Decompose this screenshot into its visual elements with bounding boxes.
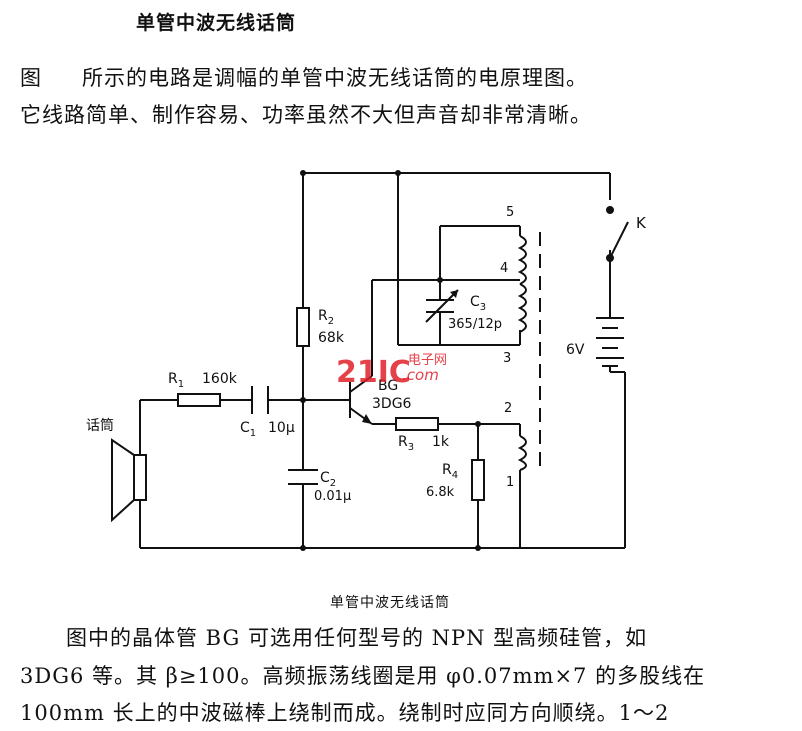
body-line-3: 100mm 长上的中波磁棒上绕制而成。绕制时应同方向顺绕。1～2: [20, 701, 670, 725]
r3-name: R: [398, 434, 408, 450]
tap-2: 2: [504, 401, 512, 416]
r1-sub: 1: [178, 379, 184, 390]
watermark-21ic: 21IC: [336, 355, 411, 390]
watermark-com: .com: [402, 366, 439, 384]
r4-sub: 4: [452, 470, 458, 481]
capacitor-c2: [288, 469, 318, 500]
r4-label: R4: [442, 462, 458, 481]
resistor-r3: [395, 417, 439, 431]
microphone-symbol: [111, 438, 147, 523]
c2-label: C2: [320, 470, 336, 489]
mic-label: 话筒: [86, 417, 114, 434]
c3-variable-arrow: [450, 290, 458, 298]
intro-figure-ref: 图: [20, 66, 42, 90]
intro-line-1-text: 所示的电路是调幅的单管中波无线话筒的电原理图。: [82, 66, 588, 90]
coil-lower: [517, 435, 527, 471]
bg-type: 3DG6: [372, 396, 412, 412]
r4-value: 6.8k: [426, 485, 455, 500]
r2-value: 68k: [318, 330, 345, 346]
emitter-arrow: [362, 414, 372, 424]
switch-k: [606, 206, 629, 262]
c1-label: C1: [240, 420, 256, 439]
wires: [139, 172, 626, 549]
body-line-1: 图中的晶体管 BG 可选用任何型号的 NPN 型高频硅管，如: [66, 626, 648, 650]
junction-dots: [300, 170, 481, 551]
resistor-r2: [296, 307, 310, 347]
c1-value: 10μ: [268, 420, 295, 436]
page-title: 单管中波无线话筒: [136, 12, 297, 34]
r2-sub: 2: [328, 316, 334, 327]
r2-name: R: [318, 308, 328, 324]
c1-name: C: [240, 420, 250, 436]
battery-symbol: [596, 310, 624, 372]
capacitor-c3: [425, 280, 459, 323]
intro-line-1: 图 所示的电路是调幅的单管中波无线话筒的电原理图。: [20, 62, 588, 92]
c1-sub: 1: [250, 428, 256, 439]
bg-label: BG: [378, 378, 398, 394]
c3-value: 365/12p: [448, 317, 502, 332]
tap-1: 1: [506, 475, 514, 490]
coil-upper-b: [517, 283, 527, 333]
c2-sub: 2: [330, 478, 336, 489]
watermark-cn: 电子网: [408, 353, 447, 368]
body-line-2: 3DG6 等。其 β≥100。高频振荡线圈是用 φ0.07mm×7 的多股线在: [20, 664, 706, 688]
c2-value: 0.01μ: [314, 489, 351, 504]
c3-name: C: [470, 294, 480, 310]
intro-line-2: 它线路简单、制作容易、功率虽然不大但声音却非常清晰。: [20, 103, 592, 127]
r1-name: R: [168, 371, 178, 387]
tap-4: 4: [500, 261, 508, 276]
capacitor-c1: [251, 386, 269, 414]
c3-sub: 3: [480, 302, 486, 313]
r4-name: R: [442, 462, 452, 478]
r3-value: 1k: [432, 434, 450, 450]
c3-label: C3: [470, 294, 486, 313]
coil-upper-a: [517, 235, 527, 285]
c2-name: C: [320, 470, 330, 486]
r1-label: R1: [168, 371, 184, 390]
tap-3: 3: [503, 351, 511, 366]
circuit-diagram: 话筒 R1 160k C1 10μ R2 68k C2 0.01μ BG 3DG…: [86, 170, 647, 551]
r2-label: R2: [318, 308, 334, 327]
resistor-r4: [471, 459, 485, 501]
resistor-r1: [177, 393, 221, 407]
r3-label: R3: [398, 434, 414, 453]
r3-sub: 3: [408, 442, 414, 453]
switch-label: K: [636, 214, 647, 232]
tap-5: 5: [506, 205, 514, 220]
r1-value: 160k: [202, 371, 238, 387]
figure-caption: 单管中波无线话筒: [330, 595, 450, 611]
battery-label: 6V: [566, 342, 585, 358]
